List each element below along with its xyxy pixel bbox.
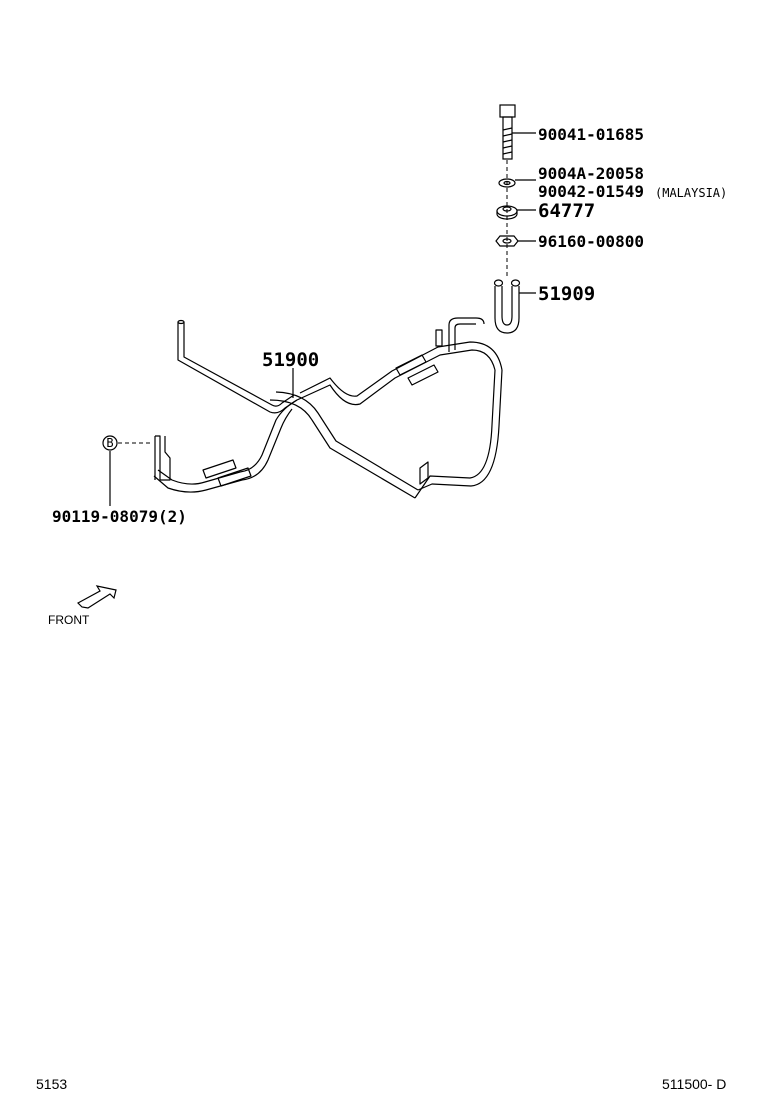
footer-diagram-code: 511500- D [662, 1076, 726, 1092]
part-note-malaysia: (MALAYSIA) [655, 186, 727, 200]
frame-illustration [153, 317, 503, 499]
part-number-frame: 51900 [262, 349, 319, 371]
callout-b-label: B [106, 436, 113, 450]
clamp-illustration [493, 279, 521, 334]
spacer-illustration [496, 205, 518, 220]
part-number-bolt-b: 90119-08079(2) [52, 507, 187, 526]
part-number-nut: 96160-00800 [538, 232, 644, 251]
washer-illustration [498, 178, 516, 188]
callout-b-circle: B [102, 435, 118, 451]
front-label: FRONT [48, 613, 90, 627]
part-number-washer-b: 90042-01549 [538, 182, 644, 201]
part-number-spacer: 64777 [538, 200, 595, 222]
footer-page-code: 5153 [36, 1076, 67, 1092]
part-number-clamp: 51909 [538, 283, 595, 305]
part-number-washer-a: 9004A-20058 [538, 164, 644, 183]
part-number-bolt: 90041-01685 [538, 125, 644, 144]
front-arrow-icon [77, 585, 117, 609]
bolt-illustration [499, 104, 516, 160]
